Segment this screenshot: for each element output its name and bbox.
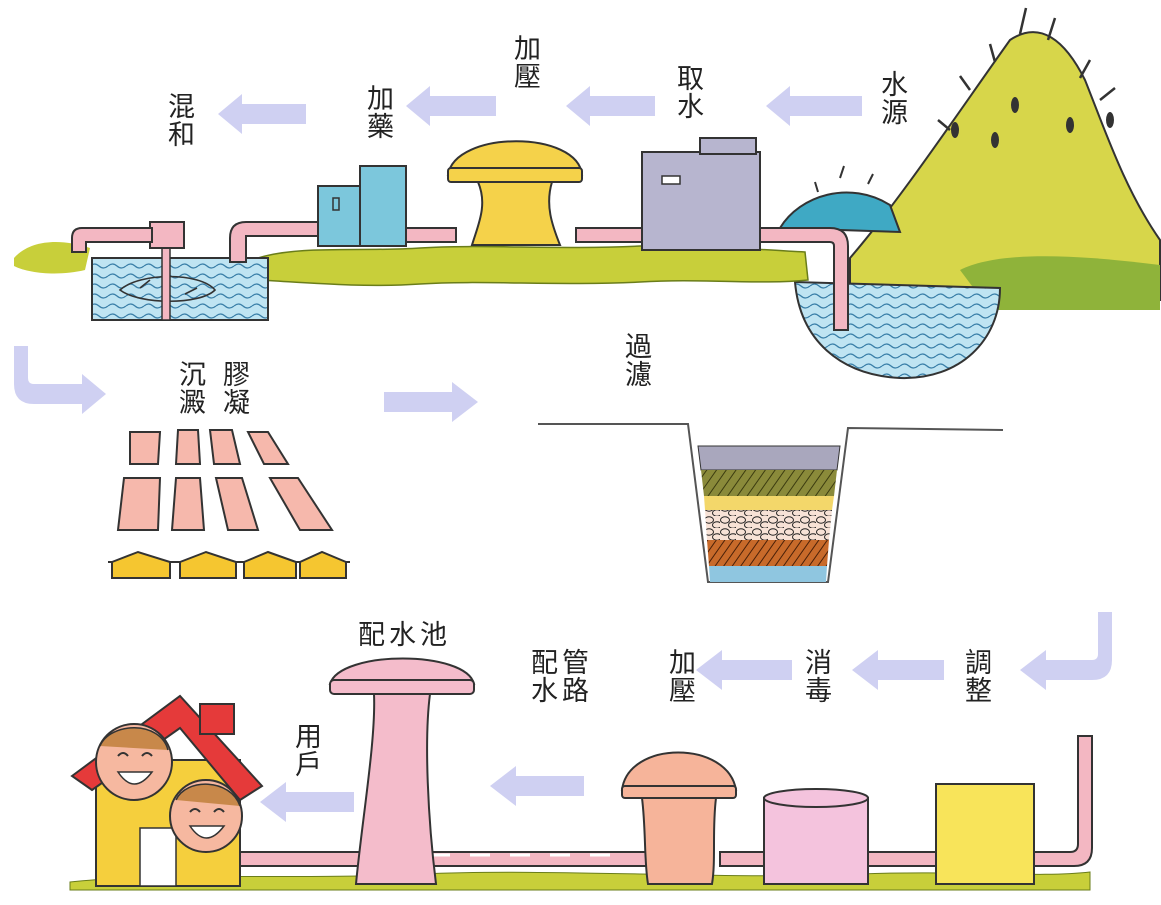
label-sedimentation: 沉澱: [174, 360, 205, 416]
label-coagulation: 膠凝: [218, 360, 249, 416]
mountain-water-source: [778, 7, 1161, 310]
top-flow-arrows: [218, 86, 862, 134]
label-water-source: 水源: [876, 70, 907, 126]
household-house: [70, 694, 264, 887]
label-mixing: 混和: [163, 92, 194, 148]
pressurize-tank: [446, 140, 584, 246]
label-intake: 取水: [672, 64, 703, 120]
down-turn-arrow-right: [1020, 612, 1112, 690]
down-turn-arrow-left: [14, 346, 106, 414]
pressurize-tank-2: [620, 751, 738, 885]
label-pressurize-2: 加壓: [664, 648, 695, 704]
label-distribution-reservoir: 配水池: [358, 620, 451, 651]
distribution-reservoir-tower: [328, 657, 476, 885]
ground-grass: [257, 244, 809, 287]
coagulation-sedimentation-tanks: [116, 429, 334, 531]
top-pipes: [71, 221, 849, 331]
reservoir-lake: [793, 280, 1002, 380]
label-disinfect: 消毒: [800, 648, 831, 704]
disinfect-tank: [763, 788, 869, 885]
chemical-dosing-building: [317, 165, 407, 247]
bottom-flow-arrows: [260, 650, 944, 822]
mixing-pool: [14, 221, 269, 321]
intake-building: [641, 137, 761, 251]
label-add-chemicals: 加藥: [362, 84, 393, 140]
label-filtration: 過濾: [620, 332, 651, 388]
sedimentation-tanks: [108, 550, 350, 579]
label-pressurize: 加壓: [509, 34, 540, 90]
label-households: 用戶: [290, 722, 321, 778]
middle-flow-arrow: [384, 382, 478, 422]
filter-basin: [538, 423, 1004, 583]
adjust-tank: [935, 783, 1035, 885]
label-distribution-pipe: 配水管路: [526, 648, 588, 704]
label-adjust: 調整: [960, 648, 991, 704]
